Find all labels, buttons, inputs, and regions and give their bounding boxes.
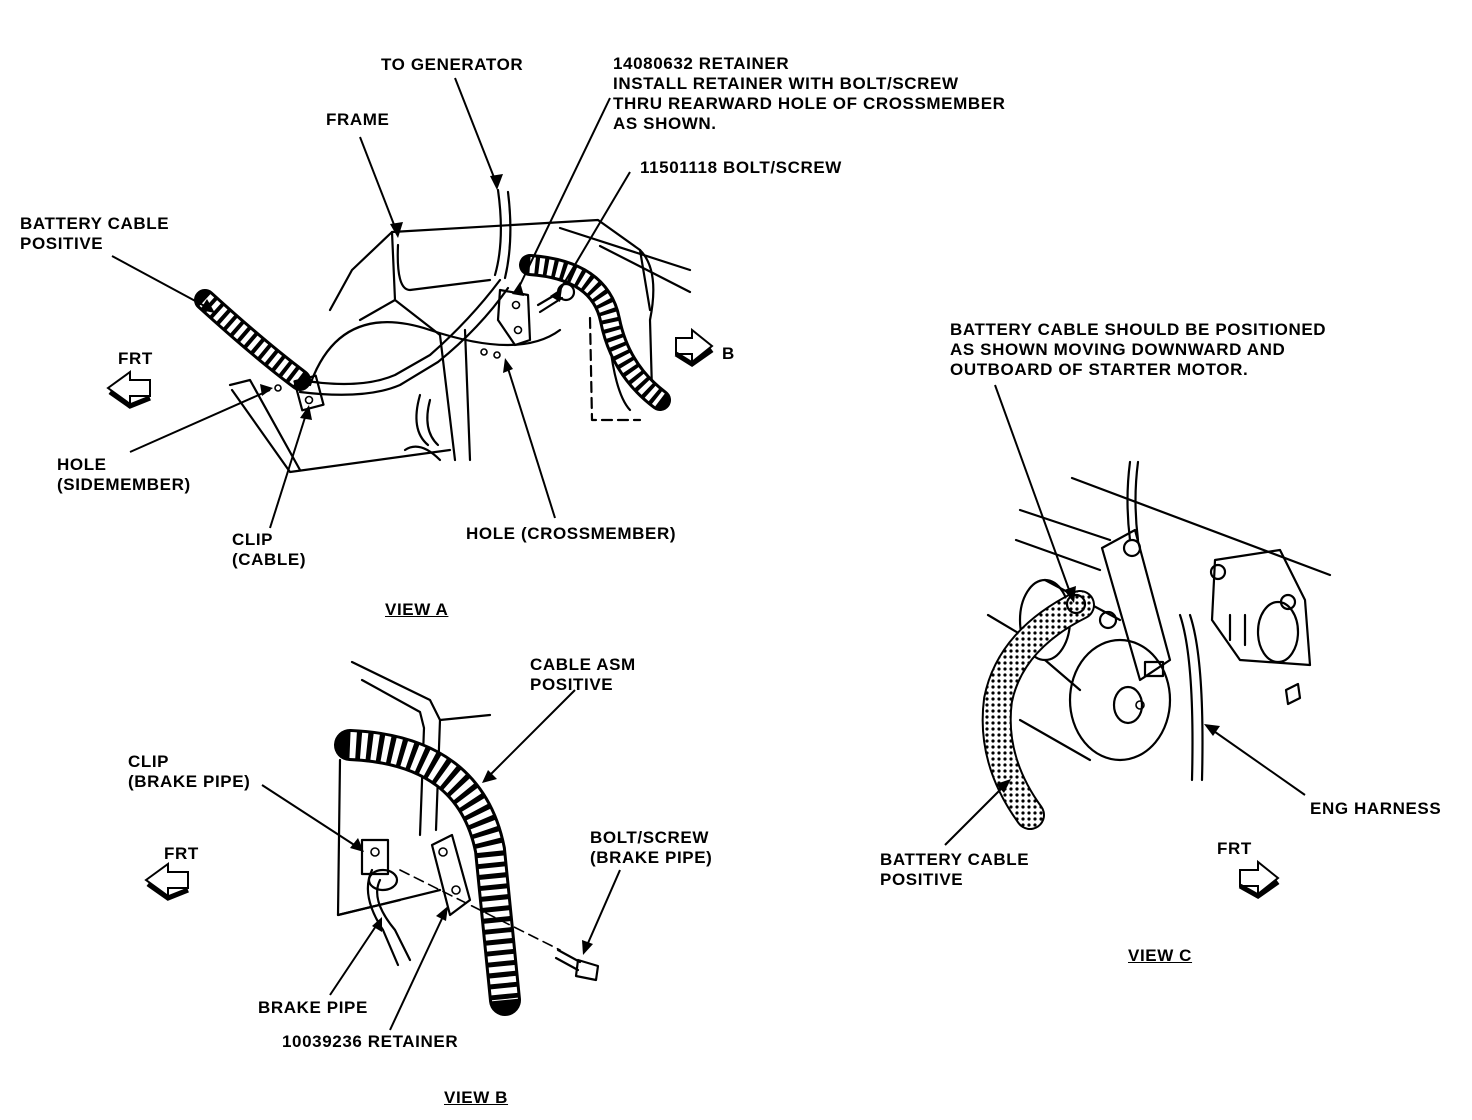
- retainer-a: [496, 288, 532, 347]
- frame-c: [1014, 476, 1332, 577]
- view-a-drawing: [106, 77, 714, 529]
- starter-motor: [1068, 638, 1172, 762]
- view-b-drawing: [144, 660, 621, 1031]
- label-battery-cable-c: BATTERY CABLE POSITIVE: [880, 850, 1030, 889]
- label-clip-brake-pipe: CLIP (BRAKE PIPE): [128, 752, 251, 791]
- label-brake-pipe: BRAKE PIPE: [258, 998, 368, 1017]
- mount-panel: [336, 758, 442, 917]
- cable-clip: [293, 374, 325, 412]
- label-b-arrow: B: [722, 344, 735, 363]
- generator-lead: [493, 188, 512, 280]
- frame-outline: [328, 218, 652, 312]
- label-frt-c: FRT: [1217, 839, 1252, 858]
- b-direction-arrow: [675, 327, 714, 365]
- label-bolt-brake-pipe: BOLT/SCREW (BRAKE PIPE): [590, 828, 713, 867]
- caption-view-c: VIEW C: [1128, 946, 1193, 965]
- label-eng-harness: ENG HARNESS: [1310, 799, 1442, 818]
- view-c-drawing: [944, 384, 1332, 899]
- brake-pipe-lower: [366, 868, 412, 967]
- frame-inner: [358, 230, 442, 337]
- frt-arrow-a: [106, 370, 151, 406]
- label-hole-crossmember: HOLE (CROSSMEMBER): [466, 524, 677, 543]
- label-battery-cable-a: BATTERY CABLE POSITIVE: [20, 214, 170, 253]
- brake-pipe-clip: [360, 838, 390, 876]
- label-frame: FRAME: [326, 110, 390, 129]
- label-to-generator: TO GENERATOR: [381, 55, 524, 74]
- label-frt-a: FRT: [118, 349, 153, 368]
- frt-arrow-b: [144, 862, 189, 898]
- mounting-bracket: [1100, 528, 1172, 682]
- label-bolt-part: 11501118 BOLT/SCREW: [640, 158, 842, 177]
- label-clip-cable: CLIP (CABLE): [232, 530, 307, 569]
- label-retainer-b: 10039236 RETAINER: [282, 1032, 459, 1051]
- engine-harness: [1178, 613, 1204, 782]
- caption-view-b: VIEW B: [444, 1088, 509, 1107]
- sidemember-hole: [274, 384, 282, 392]
- label-frt-b: FRT: [164, 844, 199, 863]
- solenoid: [1210, 548, 1312, 667]
- caption-view-a: VIEW A: [385, 600, 449, 619]
- frt-arrow-c: [1239, 859, 1280, 897]
- label-retainer-note: 14080632 RETAINER INSTALL RETAINER WITH …: [613, 54, 1006, 133]
- bolt-b: [574, 958, 600, 982]
- battery-cable-run: [298, 278, 502, 386]
- sidemember: [228, 378, 452, 474]
- label-cable-asm: CABLE ASM POSITIVE: [530, 655, 636, 694]
- crossmember-hole: [493, 351, 501, 359]
- label-view-c-note: BATTERY CABLE SHOULD BE POSITIONED AS SH…: [950, 320, 1327, 379]
- label-hole-sidemember: HOLE (SIDEMEMBER): [57, 455, 191, 494]
